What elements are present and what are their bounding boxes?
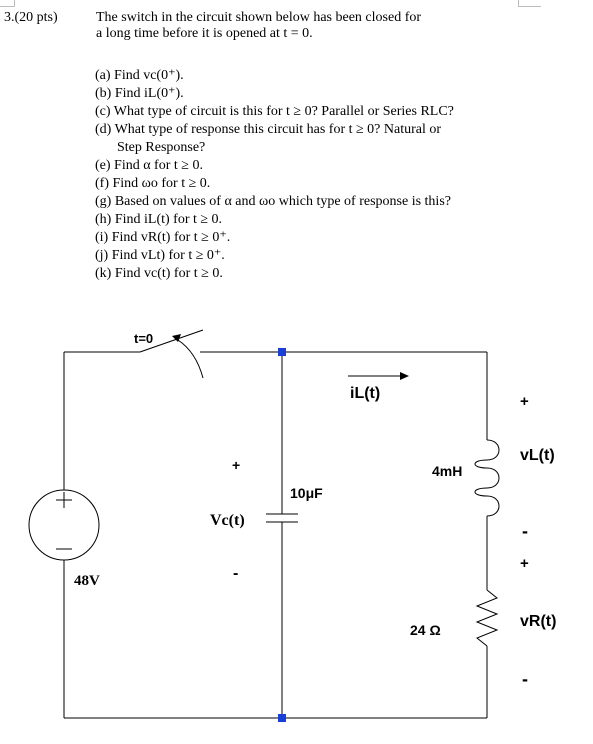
part-d: (d) What type of response this circuit h… [95,122,442,137]
part-i: (i) Find vR(t) for t ≥ 0⁺. [95,230,231,245]
part-c: (c) What type of circuit is this for t ≥… [95,104,454,119]
vr-plus-sign: + [520,555,529,572]
part-e: (e) Find α for t ≥ 0. [95,158,203,173]
vr-label: vR(t) [520,613,556,630]
question-parts-list: (a) Find vc(0⁺). (b) Find iL(0⁺). (c) Wh… [95,67,454,283]
question-statement: The switch in the circuit shown below ha… [96,10,516,42]
cap-voltage-label: Vc(t) [210,512,245,529]
part-j: (j) Find vLt) for t ≥ 0⁺. [95,248,225,263]
resistor-zigzag [475,589,499,647]
cap-plus-sign: + [232,457,240,473]
vl-label: vL(t) [520,447,555,464]
switch-label: t=0 [134,331,153,346]
source-minus-text: — [0,0,1,1]
vr-minus-sign: - [522,669,528,689]
cap-minus-sign: - [233,565,238,582]
vl-minus-sign: - [522,521,528,541]
question-line-1: The switch in the circuit shown below ha… [96,10,422,25]
source-plus-text: + [0,0,1,1]
current-arrow-icon [400,372,409,380]
question-line-2: a long time before it is opened at t = 0… [96,26,313,41]
source-value-label: 48V [74,573,100,589]
part-f: (f) Find ωo for t ≥ 0. [95,176,211,191]
cap-value-label: 10μF [290,485,323,501]
part-b: (b) Find iL(0⁺). [95,86,184,101]
switch-arc [177,339,204,379]
question-number: 3.(20 pts) [4,10,58,25]
switch-arrow-icon [172,334,181,342]
part-g: (g) Based on values of α and ωo which ty… [95,194,451,209]
node-bottom [278,714,286,722]
corner-mark-left [0,0,15,7]
current-label: iL(t) [350,385,380,402]
part-d-continued: Step Response? [117,140,206,155]
inductor-value-label: 4mH [432,463,462,479]
node-top [278,348,286,356]
corner-mark-right [518,0,541,7]
part-k: (k) Find vc(t) for t ≥ 0. [95,266,223,281]
switch-blade [139,329,204,353]
part-h: (h) Find iL(t) for t ≥ 0. [95,212,223,227]
resistor-value-label: 24 Ω [410,622,441,638]
part-a: (a) Find vc(0⁺). [95,68,184,83]
inductor-coil [474,439,500,517]
voltage-source-circle [28,489,100,561]
vl-plus-sign: + [520,393,529,410]
